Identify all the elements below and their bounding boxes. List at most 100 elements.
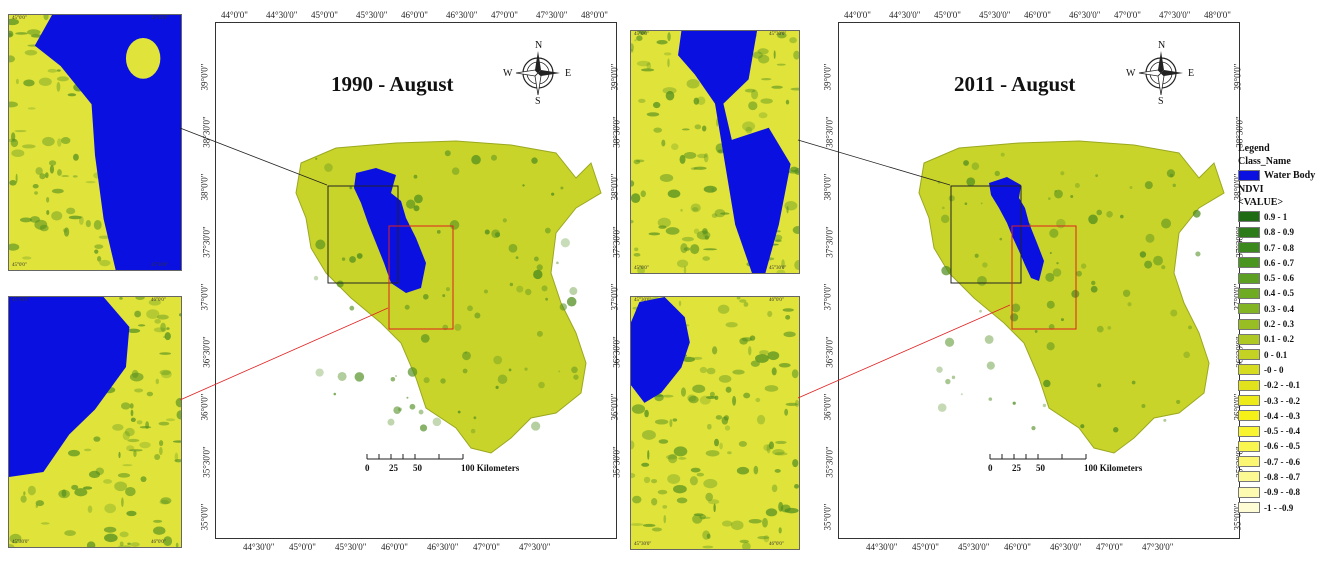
vegetation-patch [725,322,738,328]
legend-label: 0.2 - 0.3 [1264,319,1294,330]
vegetation-patch [703,478,718,489]
vegetation-patch [148,299,161,306]
inset-lake-zoom: 45°0'0"45°30'0"45°0'0"45°30'0" [630,30,800,274]
inset-tick-label: 45°30'0" [151,263,169,268]
vegetation-patch [687,394,697,402]
vegetation-patch [551,192,555,196]
vegetation-patch [631,48,634,53]
legend-label: 0.5 - 0.6 [1264,273,1294,284]
vegetation-patch [1049,228,1059,238]
vegetation-patch [790,87,799,91]
legend-row: -0.5 - -0.4 [1238,423,1320,438]
inset-tick-label: 45°0'0" [634,32,649,37]
vegetation-patch [1141,404,1146,409]
vegetation-patch [774,239,782,243]
coordinate-tick-label: 46°30'0" [1069,10,1101,20]
vegetation-patch [705,450,720,457]
vegetation-patch [966,177,976,187]
vegetation-patch [743,302,749,307]
vegetation-patch [497,374,508,385]
vegetation-patch [776,269,786,273]
vegetation-patch [971,162,980,170]
inset-tick-label: 45°0'0" [12,263,27,268]
vegetation-patch [473,416,477,420]
inset-box-black [327,185,399,284]
vegetation-patch [647,449,650,460]
vegetation-patch [9,55,16,63]
vegetation-patch [642,523,656,527]
vegetation-patch [122,464,133,467]
vegetation-patch [641,462,650,467]
vegetation-patch [636,60,651,67]
vegetation-patch [176,410,181,420]
vegetation-patch [444,150,451,157]
vegetation-patch [126,445,135,452]
vegetation-patch [1060,171,1065,176]
coordinate-tick-label: 46°30'0" [1050,542,1082,552]
vegetation-patch [690,467,701,473]
legend-label: 0.9 - 1 [1264,211,1288,222]
vegetation-patch [1048,324,1055,330]
coordinate-tick-label: 47°0'0" [1096,542,1123,552]
vegetation-patch [699,395,711,405]
vegetation-patch [418,409,424,415]
vegetation-patch [533,256,539,262]
vegetation-patch [398,407,402,412]
vegetation-patch [717,149,725,154]
coordinate-tick-label: 47°30'0" [519,542,551,552]
vegetation-patch [160,497,172,505]
vegetation-patch [690,203,701,213]
vegetation-patch [130,417,136,423]
vegetation-patch [1043,379,1051,388]
legend-class-header: Class_Name [1238,156,1291,167]
coordinate-tick-label: 39°0'0" [1232,63,1243,91]
vegetation-patch [118,451,121,459]
vegetation-patch [767,310,773,318]
coordinate-tick-label: 46°0'0" [401,10,428,20]
legend-row: 0.2 - 0.3 [1238,316,1320,331]
vegetation-patch [693,513,704,517]
vegetation-patch [653,127,663,133]
vegetation-patch [1129,185,1133,189]
vegetation-patch [681,236,694,242]
coordinate-tick-label: 36°0'0" [609,393,620,421]
inset-tick-label: 45°30'0" [769,266,787,271]
vegetation-patch [160,322,166,332]
vegetation-patch [56,69,61,72]
vegetation-patch [1144,181,1153,190]
vegetation-patch [117,473,131,478]
vegetation-patch [782,308,794,312]
vegetation-patch [349,305,355,311]
vegetation-patch [121,497,124,507]
vegetation-patch [963,160,969,166]
vegetation-patch [750,360,760,367]
vegetation-patch [47,68,58,73]
vegetation-patch [354,372,365,382]
vegetation-patch [718,374,732,383]
legend-row: 0.8 - 0.9 [1238,225,1320,240]
vegetation-patch [9,180,17,186]
vegetation-patch [57,169,62,176]
vegetation-patch [471,154,481,165]
vegetation-patch [516,285,524,293]
legend-row: -0 - 0 [1238,362,1320,377]
lake-water-body [989,177,1044,281]
vegetation-patch [1107,325,1112,330]
vegetation-patch [140,476,147,483]
inset-tick-label: 45°30'0" [769,32,787,37]
vegetation-patch [780,504,791,513]
coordinate-tick-label: 47°30'0" [536,10,568,20]
vegetation-patch [29,216,41,223]
legend-swatch [1238,303,1260,315]
vegetation-patch [83,448,92,452]
vegetation-patch [122,431,130,441]
vegetation-patch [774,452,788,456]
map-title: 2011 - August [954,72,1076,96]
vegetation-patch [1163,418,1167,422]
vegetation-patch [665,90,675,101]
vegetation-patch [758,54,770,64]
vegetation-patch [792,459,799,468]
vegetation-patch [753,465,759,475]
vegetation-patch [127,438,140,443]
vegetation-patch [732,395,737,406]
